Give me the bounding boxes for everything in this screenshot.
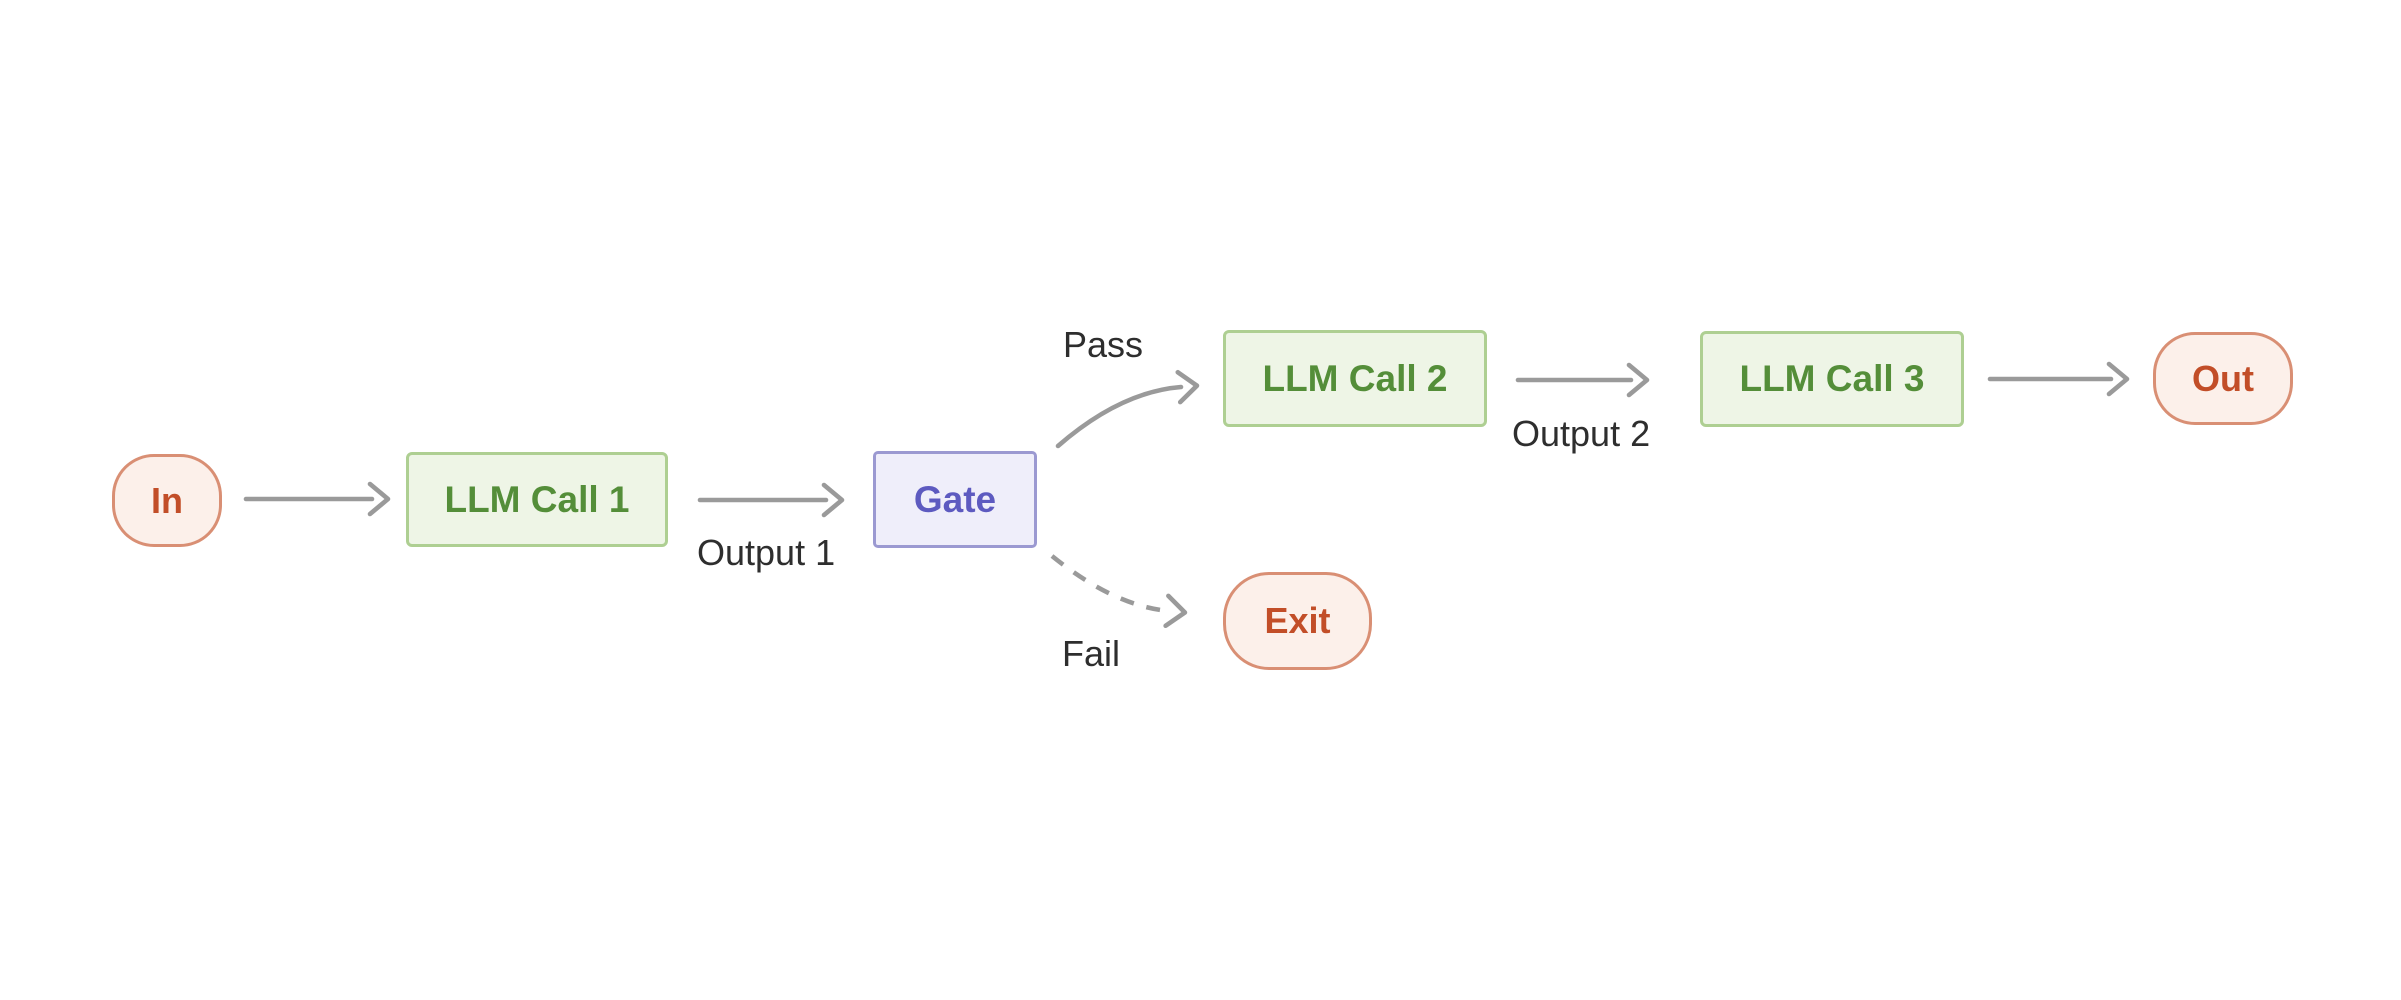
node-llm-call-2-label: LLM Call 2	[1262, 357, 1448, 399]
node-out: Out	[2153, 332, 2293, 425]
node-in-label: In	[151, 479, 183, 521]
node-out-label: Out	[2192, 357, 2254, 399]
edge-label-fail: Fail	[1062, 633, 1121, 674]
node-exit-label: Exit	[1264, 600, 1331, 641]
node-llm-call-3: LLM Call 3	[1700, 331, 1964, 427]
node-llm-call-2: LLM Call 2	[1223, 330, 1487, 427]
node-gate-label: Gate	[913, 478, 997, 520]
edge-label-pass: Pass	[1063, 324, 1144, 365]
node-llm-call-1: LLM Call 1	[406, 452, 668, 547]
edge-label-output-2: Output 2	[1512, 413, 1651, 454]
node-gate: Gate	[873, 451, 1037, 548]
edge-gate-pass-to-llm-call-2	[1055, 369, 1200, 449]
node-llm-call-1-label: LLM Call 1	[444, 478, 630, 520]
node-exit: Exit	[1223, 572, 1372, 670]
node-in: In	[112, 454, 222, 547]
edge-gate-fail-to-exit	[1050, 554, 1188, 629]
edge-label-output-1: Output 1	[697, 532, 836, 573]
node-llm-call-3-label: LLM Call 3	[1739, 358, 1925, 399]
